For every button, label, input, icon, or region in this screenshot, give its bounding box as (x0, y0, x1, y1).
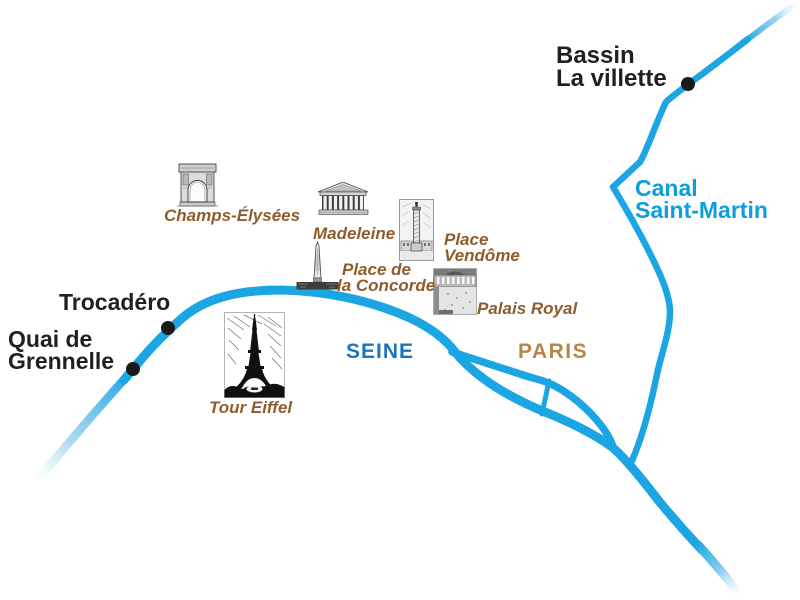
concorde-obelisk-icon (296, 241, 339, 290)
place-concorde-label: Place de la Concorde (337, 260, 436, 295)
paris-label: PARIS (518, 340, 589, 363)
seine-label: SEINE (346, 340, 415, 363)
eiffel-tower-icon (224, 312, 285, 398)
trocadero-label: Trocadéro (59, 289, 171, 315)
palais-royal-label: Palais Royal (477, 299, 578, 318)
quai-de-grennelle-marker (126, 362, 140, 376)
vendome-column-icon (399, 199, 434, 261)
madeleine-label: Madeleine (313, 224, 396, 243)
seine-downstream-fade (693, 540, 742, 596)
madeleine-church-icon (317, 182, 369, 215)
canal-saint-martin-label: Canal Saint-Martin (635, 175, 768, 223)
island-divider-channel (539, 378, 552, 417)
canal-north-fade (741, 1, 799, 45)
canal-saint-martin-path (609, 35, 752, 467)
tour-eiffel-label: Tour Eiffel (209, 398, 293, 417)
champs-elysees-label: Champs-Élysées (164, 206, 301, 225)
place-vendome-label: Place Vendôme (444, 230, 520, 265)
palais-royal-icon (433, 268, 477, 315)
bassin-la-villette-label: Bassin La villette (556, 42, 667, 93)
quai-de-grennelle-label: Quai de Grennelle (8, 326, 115, 375)
seine-river-path (119, 285, 707, 555)
arc-de-triomphe-icon (177, 163, 218, 207)
seine-upstream-fade (33, 370, 133, 485)
island-north-branch (448, 348, 617, 451)
bassin-la-villette-marker (681, 77, 695, 91)
trocadero-marker (161, 321, 175, 335)
